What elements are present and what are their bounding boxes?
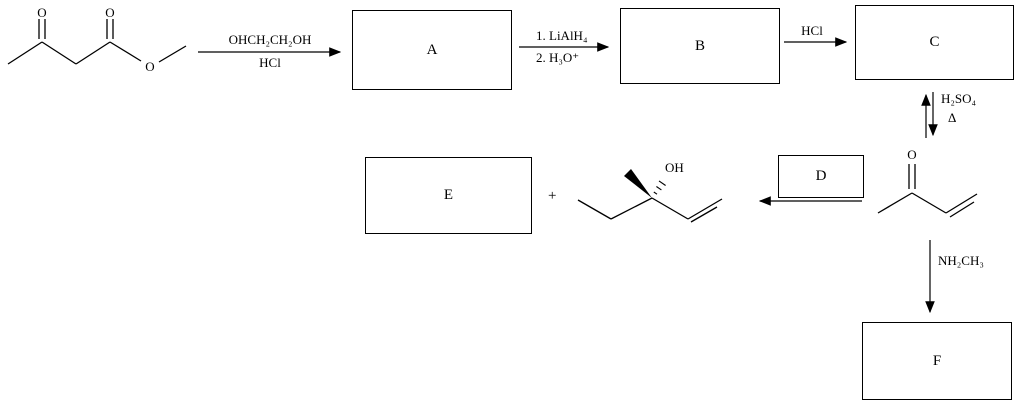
- ketoester-ester-oxygen-label: O: [144, 59, 156, 74]
- answer-box-d: D: [778, 155, 864, 198]
- box-e-label: E: [443, 187, 454, 203]
- alcohol-oh-label: OH: [664, 160, 685, 175]
- ketoester-oxygen-right-label: O: [104, 5, 116, 20]
- ketoester-oxygen-left-label: O: [36, 5, 48, 20]
- reaction-arrows: [198, 37, 938, 314]
- box-c-label: C: [929, 34, 940, 50]
- step2-reagent-above: 1. LiAlH₄: [536, 28, 588, 43]
- answer-box-c: C: [855, 5, 1014, 80]
- plus-sign: +: [548, 188, 557, 204]
- methyl-vinyl-ketone-structure: [877, 164, 978, 218]
- answer-box-e: E: [365, 157, 532, 234]
- step6-reagent: NH₂CH₃: [938, 253, 984, 268]
- mvk-oxygen-label: O: [906, 147, 918, 162]
- step2-reagent-below: 2. H₃O⁺: [536, 50, 580, 65]
- step4-condition: Δ: [948, 110, 957, 125]
- answer-box-f: F: [862, 322, 1012, 400]
- step4-reagent: H₂SO₄: [941, 91, 977, 106]
- box-f-label: F: [932, 352, 942, 369]
- step3-reagent: HCl: [801, 23, 823, 38]
- box-b-label: B: [694, 37, 705, 54]
- step1-reagent-below: HCl: [259, 55, 281, 70]
- methyl-pentenol-structure: [577, 169, 723, 223]
- answer-box-a: A: [352, 10, 512, 90]
- methyl-acetoacetate-structure: [7, 19, 187, 65]
- answer-box-b: B: [620, 8, 780, 84]
- wedge-bond: [624, 169, 652, 198]
- box-d-label: D: [815, 168, 827, 184]
- box-a-label: A: [426, 41, 438, 58]
- step1-reagent-above: OHCH₂CH₂OH: [228, 32, 312, 47]
- hash-bond: [653, 180, 666, 195]
